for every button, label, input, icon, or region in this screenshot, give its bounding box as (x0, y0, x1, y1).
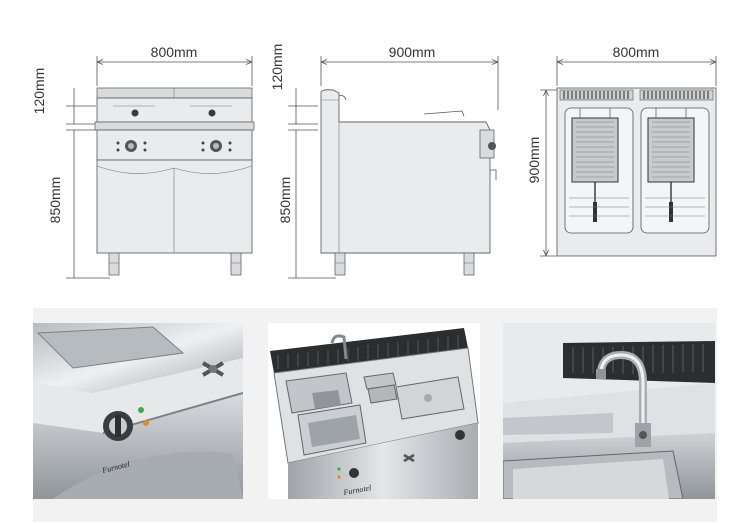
top-depth-label: 900mm (526, 137, 542, 184)
control-knob-icon (103, 411, 133, 441)
side-body-height-label: 850mm (277, 177, 293, 224)
side-depth-label: 900mm (389, 44, 436, 60)
side-view-drawing: 900mm 120mm 850mm (269, 44, 499, 279)
top-width-label: 800mm (613, 44, 660, 60)
gastronorm-pan-icon (285, 372, 465, 456)
gas-tap-icon (201, 361, 225, 377)
photo-bain-marie-unit: Furnotel (268, 323, 480, 499)
front-body-height-label: 850mm (47, 177, 63, 224)
photo-control-panel-detail: Furnotel (33, 323, 243, 499)
front-top-height-label: 120mm (31, 68, 47, 115)
front-view-drawing: 800mm 120mm 850mm (31, 44, 255, 279)
technical-drawings: 800mm 120mm 850mm (31, 44, 717, 279)
photo-water-tap-detail (503, 323, 715, 499)
top-vent-grille (559, 89, 714, 101)
side-top-height-label: 120mm (269, 44, 285, 91)
front-width-label: 800mm (151, 44, 198, 60)
water-tap-icon (596, 350, 651, 447)
top-view-drawing: 800mm 900mm (526, 44, 717, 257)
